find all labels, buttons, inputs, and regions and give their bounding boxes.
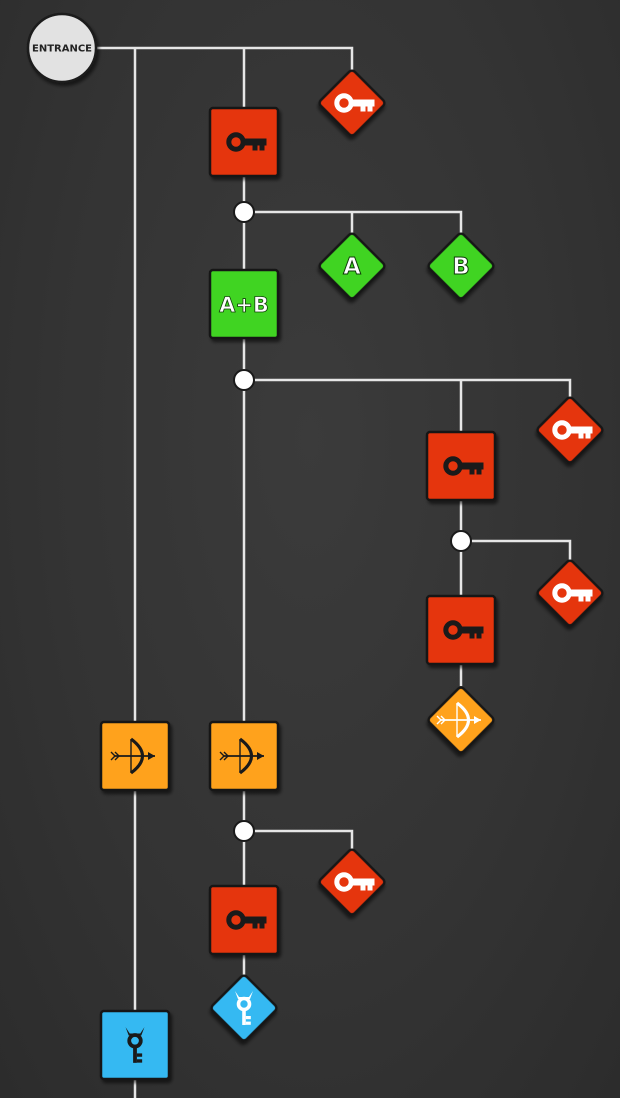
switch-a: A <box>318 232 386 300</box>
key-door-1 <box>208 106 280 178</box>
door-block <box>208 268 280 340</box>
item-diamond <box>318 232 386 300</box>
key-door-4 <box>208 884 280 956</box>
boss-door <box>99 1009 171 1081</box>
junction-dot <box>450 530 472 552</box>
key-door-3 <box>425 594 497 666</box>
item-diamond <box>427 232 495 300</box>
junction-dot <box>233 201 255 223</box>
switch-door-ab: A+B <box>208 268 280 340</box>
junction-dot <box>233 820 255 842</box>
bow-door-1 <box>99 720 171 792</box>
junctions <box>233 201 472 842</box>
bow-door-2 <box>208 720 280 792</box>
entrance-label: ENTRANCE <box>32 44 92 55</box>
key-item-3 <box>536 559 604 627</box>
connection-lines <box>62 46 572 1098</box>
switch-b: B <box>427 232 495 300</box>
bow-item <box>427 686 495 754</box>
switch-a-label: A <box>343 254 361 280</box>
switch-door-ab-label: A+B <box>219 293 269 317</box>
key-item-2 <box>536 396 604 464</box>
dungeon-nodes: A B A+B <box>99 69 604 1081</box>
junction-dot <box>233 369 255 391</box>
key-door-2 <box>425 430 497 502</box>
switch-b-label: B <box>452 254 470 280</box>
key-item-1 <box>318 69 386 137</box>
entrance-node: ENTRANCE <box>26 12 98 84</box>
boss-key-item <box>210 974 278 1042</box>
key-item-4 <box>318 848 386 916</box>
